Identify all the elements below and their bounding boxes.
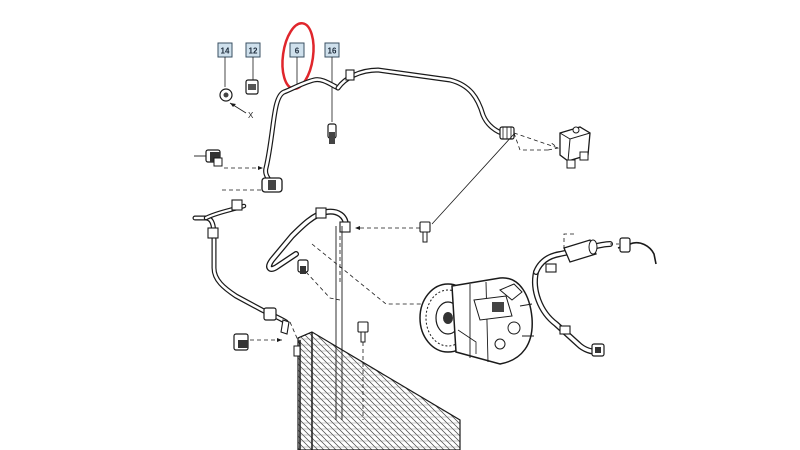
callout-16: 16	[324, 42, 340, 122]
callout-14-label: 14	[221, 47, 230, 56]
pipe-6-fitting	[499, 126, 515, 140]
suction-hose-muffler	[563, 239, 598, 263]
valve-part-12	[245, 79, 259, 95]
suction-hose-end	[591, 343, 605, 357]
discharge-pipe	[266, 208, 349, 272]
callout-6-label: 6	[295, 47, 300, 56]
pipe-6	[263, 67, 508, 188]
expansion-valve	[559, 126, 591, 169]
callout-6: 6	[289, 42, 305, 84]
pipe-6-lower-connector	[261, 177, 283, 193]
condenser	[293, 331, 461, 450]
bolt-right	[419, 221, 431, 243]
left-sensor-part	[205, 149, 223, 167]
left-hose-clip	[231, 199, 243, 211]
cap-part-14	[219, 88, 233, 102]
ac-compressor	[419, 277, 534, 365]
direction-x-label: X	[248, 111, 254, 120]
left-hose-ferrule	[207, 227, 219, 239]
direction-x-marker: X	[229, 102, 254, 120]
callout-12-label: 12	[249, 47, 258, 56]
connector-16	[327, 69, 355, 144]
bolt-condenser	[357, 321, 369, 343]
left-hose-end	[263, 307, 277, 321]
leader-expansion-valve	[513, 132, 559, 151]
suction-hose-clip	[545, 263, 557, 273]
bracket-part	[233, 333, 249, 351]
callout-14: 14	[217, 42, 233, 87]
callout-12: 12	[245, 42, 261, 80]
bolt-center	[297, 259, 309, 274]
suction-pipe-right	[617, 237, 657, 265]
discharge-pipe-fitting	[315, 207, 327, 219]
callout-16-label: 16	[328, 47, 337, 56]
